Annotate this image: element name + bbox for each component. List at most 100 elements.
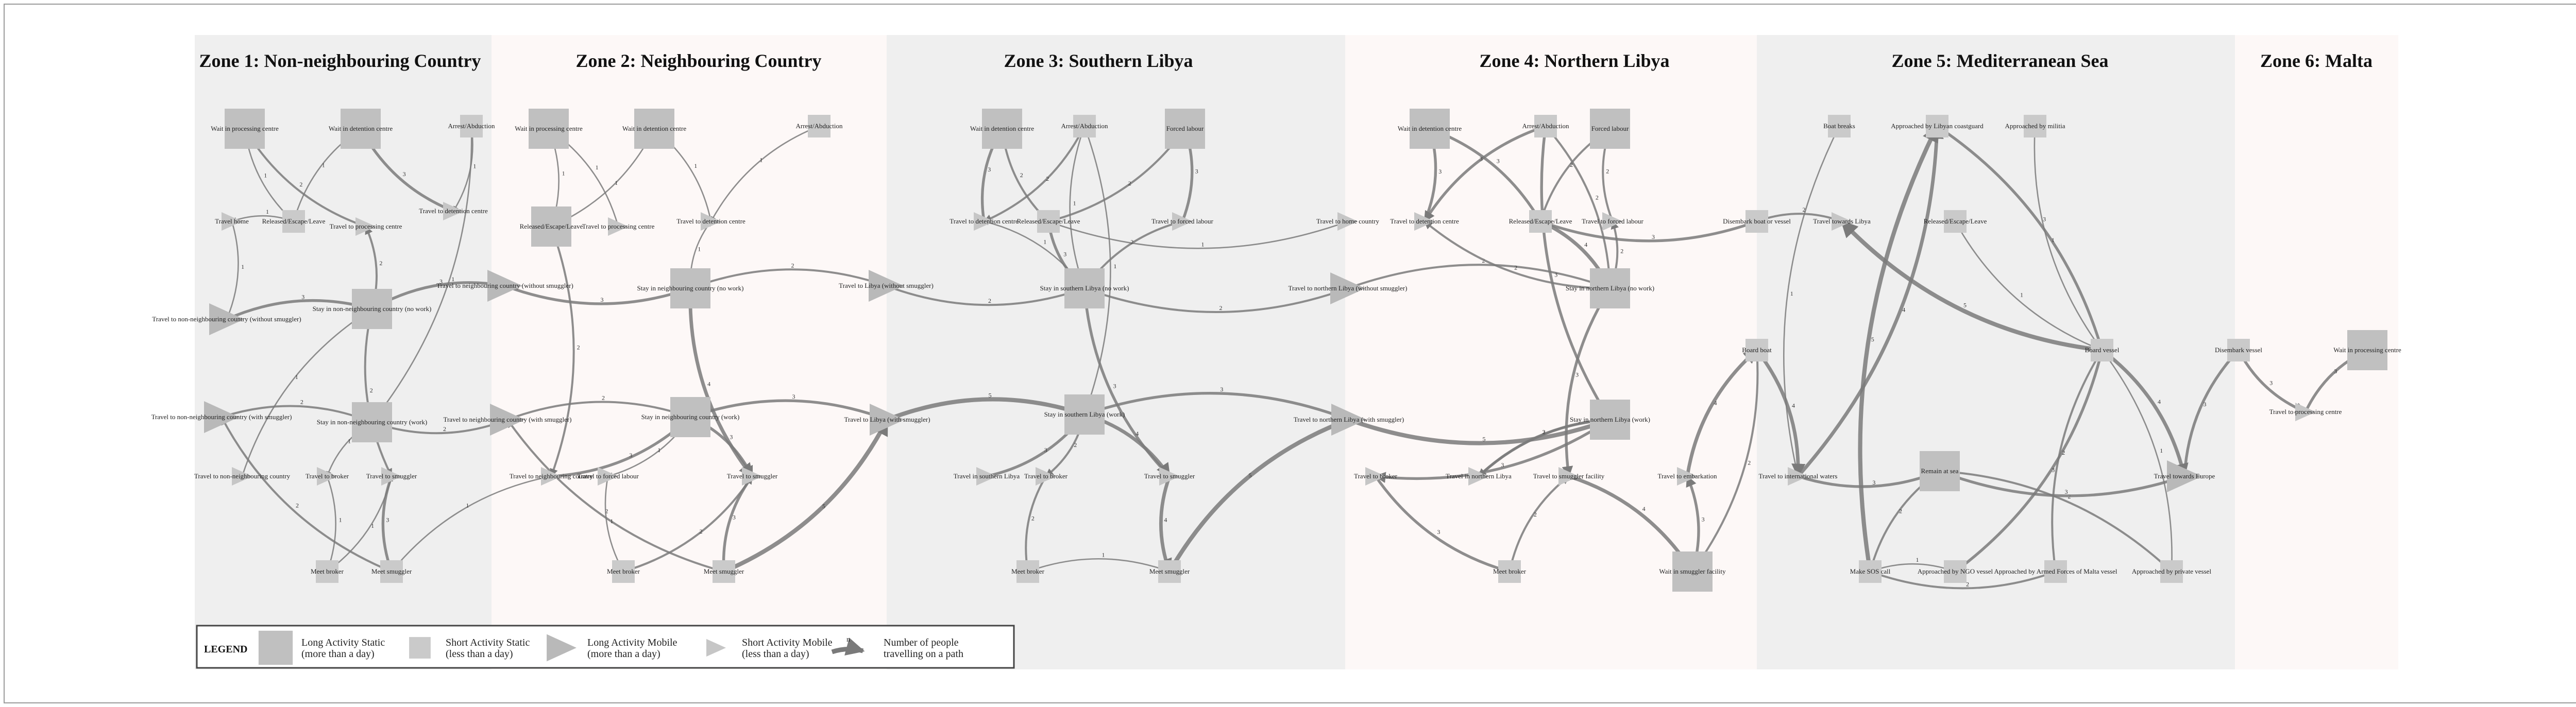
node-label: Approached by Armed Forces of Malta vess… [1994,567,2117,575]
node-label: Stay in southern Libya (work) [1044,410,1125,418]
node-meet-smuggler: Meet smuggler [704,560,744,583]
legend-item-long-mobile: Long Activity Mobile(more than a day) [547,634,677,662]
flow-count-label: 1 [1790,290,1793,297]
flow-path: 1 [326,476,342,572]
flow-count-label: 3 [1044,446,1047,454]
short-static-node-shape [713,560,735,583]
flow-count-label: 1 [466,502,469,509]
flow-line-z1_stay_nn-to-z1_travel_smuggler [364,308,393,477]
node-travel-to-northern-libya-with-smuggler: Travel to northern Libya (with smuggler) [1294,404,1404,436]
node-meet-broker: Meet broker [607,560,640,583]
flow-count-label: 5 [1963,301,1967,308]
node-label: Boat breaks [1823,122,1855,130]
flow-line-z2_stay_n-to-z2_travel_smuggler [688,288,754,478]
long-static-node-shape [529,109,569,149]
node-stay-in-non-neighbouring-country-no-work: Stay in non-neighbouring country (no wor… [313,289,431,329]
flow-count-label: 5 [1248,472,1251,479]
flow-line-z4_travel_nl_wo-to-z4_stay_n [1347,264,1611,290]
flow-line-z1_travel_home-to-z1_travel_nn_wo [226,221,239,320]
flow-count-label: 2 [2062,449,2065,456]
flow-count-label: 2 [1803,206,1806,213]
node-wait-in-detention-centre: Wait in detention centre [1398,109,1462,149]
short-static-node-shape [1745,339,1768,361]
flow-path: 3 [504,284,692,305]
flow-path: 1 [2101,350,2173,572]
flow-count-label: 1 [371,522,374,529]
flow-count-label: 4 [1792,402,1795,409]
node-label: Wait in processing centre [2333,346,2401,354]
flow-path: 4 [1755,349,1806,478]
node-label: Travel to northern Libya (with smuggler) [1294,416,1404,423]
short-static-node-shape [1944,560,1967,583]
short-static-node-shape [2227,339,2250,361]
flow-count-label: 2 [1899,507,1902,514]
node-label: Wait in smuggler facility [1659,567,1726,575]
flow-path: 4 [2100,349,2189,478]
node-travel-to-neighbouring-country: Travel to neighbouring country [510,467,594,486]
short-mobile-node-shape [1365,467,1386,486]
node-travel-to-broker: Travel to broker [306,467,349,486]
short-static-node-shape [2160,560,2183,583]
zone-6-title: Zone 6: Malta [2260,50,2372,71]
flow-line-z5_appr_coast-to-z5_board_vessel [1936,125,2105,352]
node-wait-in-processing-centre: Wait in processing centre [515,109,583,149]
node-label: Make SOS call [1850,567,1891,575]
flow-line-z5_appr_ngo-to-z5_board_vessel [1954,349,2105,573]
node-label: Travel to non-neighbouring country [194,472,291,480]
flow-count-label: 3 [301,294,304,301]
node-label: Arrest/Abduction [796,122,843,130]
flow-count-label: 3 [730,434,733,441]
node-label: Approached by Libyan coastguard [1891,122,1984,130]
node-released-escape-leave: Released/Escape/Leave [1017,210,1080,233]
legend-long-static-symbol [258,630,293,665]
long-mobile-node-shape [1330,272,1365,304]
flow-count-label: 2 [1966,580,1969,588]
legend-title: LEGEND [204,644,247,655]
legend-label-line: Short Activity Static [446,637,530,648]
flow-line-z2_stay_n-to-z3_travel_libya_wo [690,268,887,289]
node-travel-to-broker: Travel to broker [1354,467,1398,486]
flow-count-label: 3 [1497,158,1500,165]
node-released-escape-leave: Released/Escape/Leave [1509,210,1572,233]
node-label: Travel to northern Libya (without smuggl… [1289,284,1408,292]
flow-count-label: 3 [2334,368,2337,375]
node-travel-to-processing-centre: Travel to processing centre [582,217,655,236]
flow-count-label: 3 [1113,382,1116,389]
node-label: Released/Escape/Leave [1509,217,1572,225]
flow-count-label: 2 [988,297,991,304]
short-mobile-node-shape [1788,467,1808,486]
flow-line-z3_stay_s-to-z3_arrest [1069,126,1086,289]
node-label: Travel to forced labour [1151,217,1213,225]
flow-line-z4_wait_smug_fac-to-z5_board_boat [1691,349,1761,573]
flow-line-z4_arrest-to-z4_travel_det [1423,125,1546,222]
node-label: Travel to broker [306,472,349,480]
flow-count-label: 3 [1220,386,1223,393]
short-static-node-shape [1529,210,1552,233]
node-travel-to-smuggler: Travel to smuggler [727,467,778,486]
node-label: Meet broker [1493,567,1527,575]
long-mobile-node-shape [490,404,525,436]
flow-line-z3_stay_s-to-z4_travel_nl_wo [1084,287,1349,313]
flow-path: 2 [507,394,691,421]
long-mobile-node-shape [870,404,905,436]
node-travel-to-home-country: Travel to home country [1316,212,1379,231]
node-travel-home: Travel home [215,212,249,231]
node-meet-smuggler: Meet smuggler [371,560,412,583]
legend-items: Long Activity Static(more than a day)Sho… [258,630,963,665]
flow-count-label: 3 [1437,528,1440,536]
zone-3-title: Zone 3: Southern Libya [1004,50,1193,71]
long-static-node-shape [670,268,710,308]
flow-path: 3 [1374,418,1611,483]
node-wait-in-detention-centre: Wait in detention centre [622,109,686,149]
flow-count-label: 1 [615,179,618,186]
flow-path: 1 [1954,221,2103,351]
zone-3-band [887,35,1345,669]
flow-count-label: 4 [1136,430,1139,437]
flow-path: 2 [1545,125,1611,289]
short-mobile-node-shape [381,467,402,486]
short-static-node-shape [612,560,635,583]
node-label: Approached by NGO vessel [1918,567,1993,575]
legend-box [196,625,1015,669]
node-released-escape-leave: Released/Escape/Leave [1924,210,1987,233]
flow-count-label: 2 [1130,238,1133,246]
